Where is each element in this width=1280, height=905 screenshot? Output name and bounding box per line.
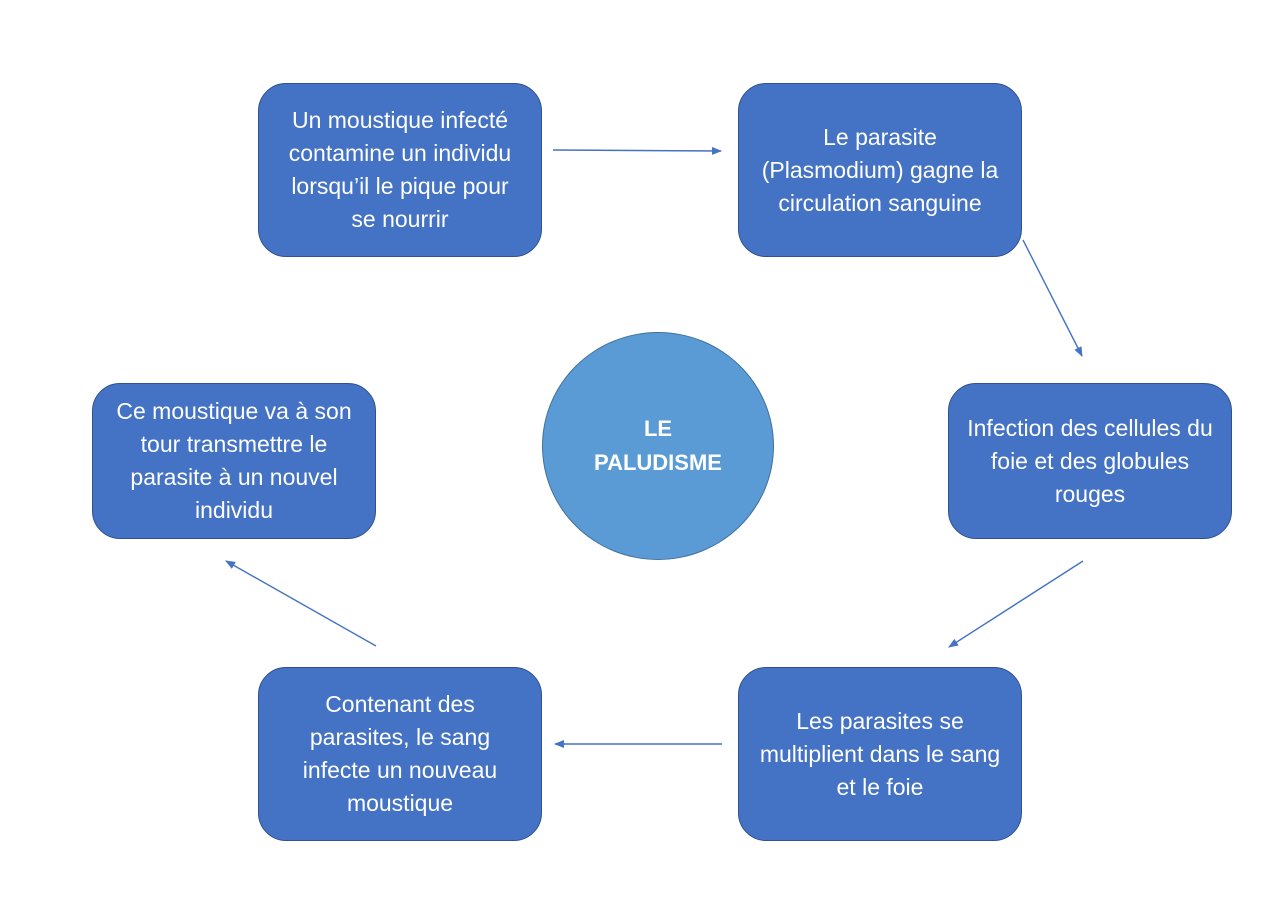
arrow-step5-to-step6 — [225, 560, 377, 647]
step-label: Le parasite (Plasmodium) gagne la circul… — [761, 123, 999, 216]
arrow-step3-to-step4 — [948, 560, 1084, 648]
step-box-parasite-multiplication: Les parasites se multiplient dans le san… — [738, 667, 1022, 841]
step-label: Les parasites se multiplient dans le san… — [759, 707, 1001, 800]
step-box-new-mosquito: Contenant des parasites, le sang infecte… — [258, 667, 542, 841]
step-label: Infection des cellules du foie et des gl… — [967, 414, 1213, 507]
center-topic-circle: LE PALUDISME — [542, 332, 774, 560]
step-box-liver-infection: Infection des cellules du foie et des gl… — [948, 383, 1232, 539]
step-label: Contenant des parasites, le sang infecte… — [302, 691, 498, 816]
arrow-step1-to-step2 — [552, 146, 722, 155]
arrow-step2-to-step3 — [1022, 239, 1083, 357]
step-box-blood-circulation: Le parasite (Plasmodium) gagne la circul… — [738, 83, 1022, 257]
step-box-mosquito-bite: Un moustique infecté contamine un indivi… — [258, 83, 542, 257]
step-label: Un moustique infecté contamine un indivi… — [288, 107, 512, 232]
step-box-new-individual: Ce moustique va à son tour transmettre l… — [92, 383, 376, 539]
center-topic-label: LE PALUDISME — [594, 416, 722, 475]
step-label: Ce moustique va à son tour transmettre l… — [116, 398, 352, 523]
